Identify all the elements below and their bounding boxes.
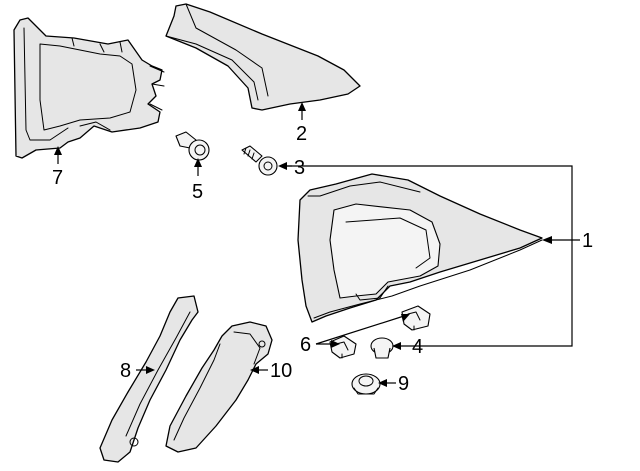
- callout-7: 7: [52, 167, 63, 189]
- arrowhead-1: [542, 236, 552, 244]
- arrowhead-6b: [401, 314, 410, 322]
- callout-labels: 1 2 3 4 5 6 7 8 9 10: [52, 123, 593, 395]
- arrowhead-4: [392, 342, 401, 350]
- arrowhead-9: [378, 379, 387, 387]
- arrowhead-3: [278, 162, 287, 170]
- arrowhead-2: [298, 102, 306, 111]
- leader-6b: [315, 315, 405, 345]
- arrowhead-8: [146, 366, 155, 374]
- callout-2: 2: [296, 123, 307, 145]
- part-2-upper-trim: [165, 3, 361, 111]
- callout-9: 9: [398, 373, 409, 395]
- callout-8: 8: [120, 360, 131, 382]
- part-5-push-retainer: [175, 131, 210, 161]
- arrowhead-7: [54, 146, 62, 155]
- part-9-grommet: [351, 373, 381, 395]
- part-10-lower-pillar-trim: [165, 321, 273, 453]
- part-4-push-pin: [370, 337, 394, 359]
- part-7-quarter-inner-panel: [13, 17, 165, 159]
- part-8-pillar-trim: [99, 295, 199, 463]
- callout-4: 4: [412, 336, 423, 358]
- callout-3: 3: [294, 157, 305, 179]
- callout-5: 5: [192, 181, 203, 203]
- callout-1: 1: [582, 230, 593, 252]
- arrowhead-10: [250, 366, 259, 374]
- arrowhead-5: [194, 158, 202, 167]
- part-6-clip-lower: [329, 335, 357, 359]
- part-3-screw: [241, 145, 278, 176]
- callout-6: 6: [300, 334, 311, 356]
- part-6-clip-upper: [401, 305, 431, 331]
- leader-lines: [54, 102, 580, 387]
- leader-1-bracket: [286, 165, 573, 347]
- callout-10: 10: [270, 360, 292, 382]
- arrowhead-6: [331, 340, 340, 348]
- part-1-quarter-trim-panel: [297, 173, 543, 323]
